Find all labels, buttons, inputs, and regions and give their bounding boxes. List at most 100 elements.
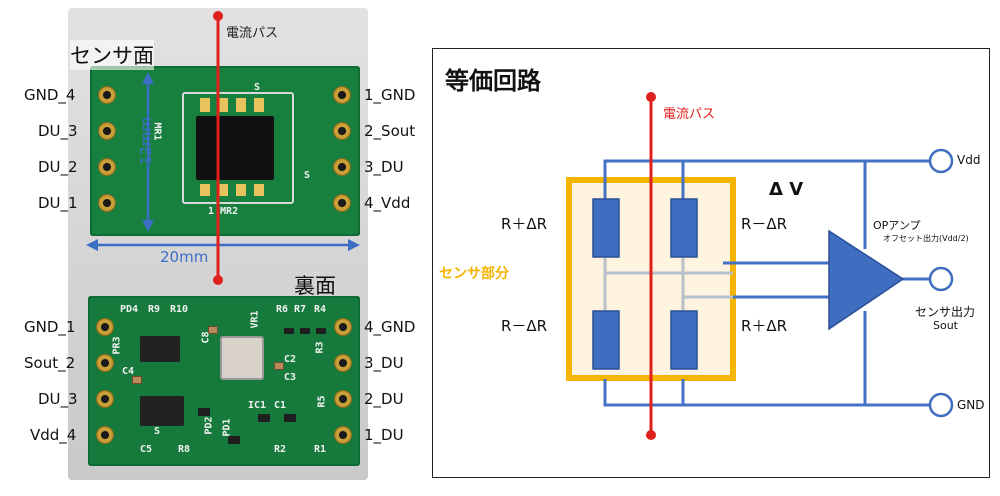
sensor-chip-frame [182, 92, 294, 204]
r-plus-bottom-label: R＋ΔR [741, 317, 788, 335]
pad [333, 158, 351, 176]
back-left-pin-label: GND_1 [24, 318, 76, 336]
silk-r8: R8 [178, 444, 191, 455]
front-left-pin-label: DU_1 [38, 194, 78, 212]
dim-height-label: 12mm [137, 116, 155, 166]
vdd-terminal [928, 148, 954, 174]
back-pcb: PD4 R9 R10 R6 R7 R4 C8 VR1 PR3 C2 R3 C4 … [88, 296, 360, 466]
back-right-pin-label: 3_DU [364, 354, 404, 372]
capacitor [132, 376, 142, 384]
back-right-pin-label: 1_DU [364, 426, 404, 444]
pad [98, 122, 116, 140]
pad [96, 390, 114, 408]
silk-mr2: 1 MR2 [208, 206, 239, 217]
vdd-label: Vdd [957, 153, 981, 167]
circuit-current-path-end [646, 430, 656, 440]
silk-c5: C5 [140, 444, 153, 455]
opamp-triangle [828, 229, 905, 331]
sensor-face-label: センサ面 [70, 40, 154, 70]
circuit-current-path-start [646, 92, 656, 102]
silk-s2: S [304, 170, 311, 181]
resistor-bottom-right [670, 310, 698, 370]
smd-part [284, 414, 296, 422]
sensor-part-label: センサ部分 [439, 266, 509, 282]
photo-overlay [86, 11, 360, 285]
delta-v-label: Δ V [769, 179, 804, 200]
dim-width-label: 20mm [160, 248, 209, 266]
silk-r10: R10 [170, 304, 189, 315]
silk-s1: S [254, 82, 261, 93]
silk-r6: R6 [276, 304, 289, 315]
silk-r1: R1 [314, 444, 327, 455]
smd-part [316, 328, 326, 334]
silk-ic1: IC1 [248, 400, 267, 411]
front-left-pin-label: DU_3 [38, 122, 78, 140]
pad [334, 318, 352, 336]
back-left-pin-label: DU_3 [38, 390, 78, 408]
current-path-end-dot [213, 275, 223, 285]
resistor-top-left [592, 198, 620, 258]
silk-pd4: PD4 [120, 304, 139, 315]
circuit-diagram [566, 92, 954, 440]
silk-r4: R4 [314, 304, 327, 315]
resistor-bottom-left [592, 310, 620, 370]
gnd-terminal [928, 392, 954, 418]
smd-part [284, 328, 294, 334]
opamp-label: OPアンプ [873, 219, 921, 232]
equivalent-circuit-panel: 等価回路 電流パス Δ V R＋ΔR R－ΔR R－ΔR R＋ΔR センサ部分 … [432, 48, 990, 478]
pad [98, 194, 116, 212]
pad [333, 86, 351, 104]
sout-terminal [928, 266, 954, 292]
pad [334, 354, 352, 372]
silk-r2: R2 [274, 444, 287, 455]
opamp-chip [140, 336, 180, 362]
pad [96, 354, 114, 372]
silk-c2: C2 [284, 354, 297, 365]
silk-r7: R7 [294, 304, 307, 315]
arrowhead [142, 220, 154, 232]
bridge-internal-wires [603, 258, 733, 310]
circuit-title: 等価回路 [445, 67, 541, 95]
smd-part [228, 436, 240, 444]
pad [334, 426, 352, 444]
pad [333, 194, 351, 212]
smd-part [258, 414, 270, 422]
back-left-pin-label: Vdd_4 [30, 426, 77, 444]
sout-label: Sout [933, 319, 958, 332]
r-minus-bottom-label: R－ΔR [501, 317, 548, 335]
trimmer-pot [220, 336, 264, 380]
pad [333, 122, 351, 140]
arrowhead [86, 239, 98, 251]
sensor-chip [196, 116, 274, 180]
front-right-pin-label: 1_GND [364, 86, 416, 104]
pad [96, 426, 114, 444]
offset-label: オフセット出力(Vdd/2) [883, 234, 969, 243]
arrowhead [348, 239, 360, 251]
front-right-pin-label: 3_DU [364, 158, 404, 176]
silk-c4: C4 [122, 366, 135, 377]
gnd-label: GND [957, 398, 985, 412]
sensor-output-label: センサ出力 [915, 305, 976, 319]
bridge-wires [603, 159, 929, 407]
current-path-start-dot [213, 11, 223, 21]
capacitor [274, 362, 284, 370]
back-face-label: 裏面 [294, 274, 336, 298]
back-right-pin-label: 4_GND [364, 318, 416, 336]
front-right-pin-label: 2_Sout [364, 122, 416, 140]
photo-current-path-label: 電流パス [226, 26, 279, 41]
pad [96, 318, 114, 336]
silk-r9: R9 [148, 304, 161, 315]
pad [334, 390, 352, 408]
silk-c1: C1 [274, 400, 287, 411]
front-left-pin-label: DU_2 [38, 158, 78, 176]
pad [98, 158, 116, 176]
smd-part [198, 408, 210, 416]
silk-s: S [154, 426, 161, 437]
back-right-pin-label: 2_DU [364, 390, 404, 408]
r-plus-top-label: R＋ΔR [501, 215, 548, 233]
resistor-top-right [670, 198, 698, 258]
front-right-pin-label: 4_Vdd [364, 194, 411, 212]
circuit-current-path-label: 電流パス [663, 107, 716, 122]
back-left-pin-label: Sout_2 [24, 354, 76, 372]
smd-part [300, 328, 310, 334]
